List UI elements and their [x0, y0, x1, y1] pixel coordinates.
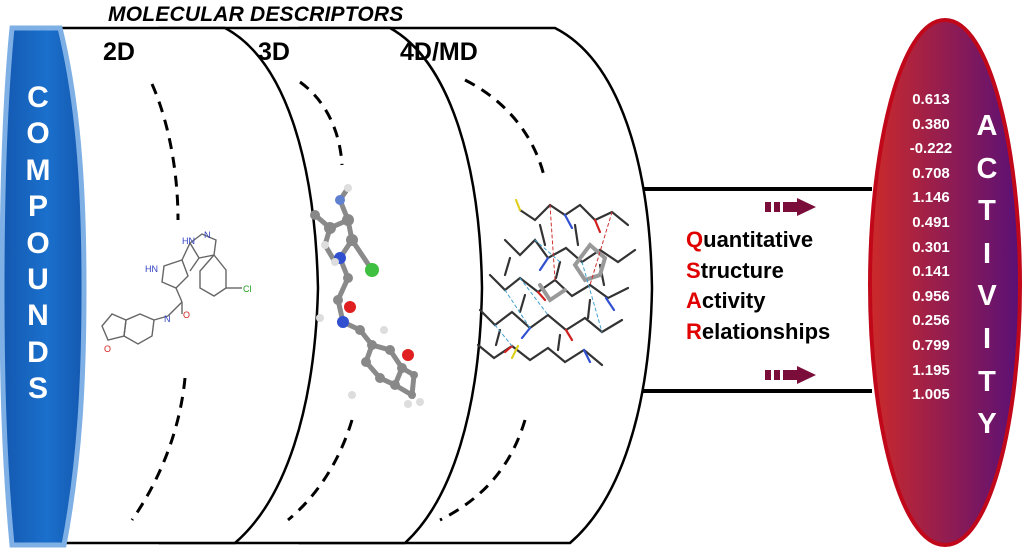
- compounds-letter: S: [27, 372, 48, 406]
- qsar-word-rest: tructure: [700, 257, 784, 283]
- compounds-label: C O M P O U N D S: [0, 80, 76, 408]
- activity-value: 0.708: [912, 164, 950, 182]
- dashed-curve-2d-bottom: [130, 377, 187, 521]
- qsar-row-structure: Structure: [686, 256, 830, 287]
- activity-value: 0.613: [912, 91, 950, 108]
- connector-pipe: [640, 187, 872, 393]
- dashed-curve-3d-bottom: [287, 419, 354, 522]
- activity-capsule: [867, 17, 1023, 548]
- activity-value: 0.956: [912, 287, 950, 305]
- qsar-word-rest: ctivity: [701, 288, 766, 314]
- qsar-word-rest: elationships: [701, 319, 831, 345]
- stage-label-3d: 3D: [258, 38, 290, 66]
- compounds-letter: O: [26, 226, 50, 260]
- compounds-letter: D: [27, 335, 49, 369]
- dashed-curve-4d-bottom: [439, 419, 527, 522]
- atom-label: HN: [182, 236, 195, 246]
- compounds-letter: C: [27, 81, 49, 114]
- activity-values: 0.613 0.380 -0.222 0.708 1.146 0.491 0.3…: [900, 88, 962, 408]
- qsar-row-relationships: Relationships: [686, 317, 830, 348]
- activity-value: -0.222: [909, 140, 953, 158]
- compounds-letter: U: [27, 263, 49, 297]
- qsar-initial: R: [686, 319, 702, 345]
- activity-letter: Y: [977, 408, 997, 441]
- qsar-initial: A: [686, 288, 702, 314]
- dashed-curve-3d-top: [299, 80, 344, 166]
- qsar-row-quantitative: Quantitative: [686, 225, 830, 256]
- molecule-2d-structure: [101, 233, 242, 345]
- activity-letter: T: [978, 365, 996, 398]
- compounds-letter: M: [25, 153, 51, 187]
- activity-value: 0.380: [912, 115, 950, 133]
- activity-value: 0.301: [912, 238, 950, 256]
- compounds-letter: O: [26, 117, 50, 151]
- activity-letter: I: [982, 237, 992, 270]
- atom-label: Cl: [243, 284, 252, 294]
- activity-label: A C T I V I T Y: [970, 105, 1004, 446]
- qsar-word-rest: uantitative: [703, 227, 814, 252]
- activity-value: 1.195: [912, 361, 950, 379]
- dashed-guides: [130, 78, 547, 522]
- atom-label: N: [204, 230, 211, 240]
- compounds-capsule: [0, 25, 87, 548]
- dashed-curve-2d-top: [150, 83, 180, 221]
- atom-label: N: [164, 314, 171, 324]
- atom-label: O: [104, 344, 111, 354]
- arrow-top: [765, 198, 816, 216]
- qsar-acronym: Quantitative Structure Activity Relation…: [686, 225, 830, 348]
- activity-letter: V: [977, 280, 997, 313]
- stage-label-2d: 2D: [103, 38, 135, 66]
- dashed-curve-4d-top: [464, 78, 547, 181]
- atom-label: O: [183, 310, 190, 320]
- compounds-letter: P: [27, 190, 48, 224]
- atom-label: HN: [145, 264, 158, 274]
- compounds-letter: N: [27, 299, 49, 333]
- activity-value: 0.799: [912, 336, 950, 354]
- arrow-bottom: [765, 366, 816, 384]
- diagram-title: MOLECULAR DESCRIPTORS: [108, 3, 404, 26]
- molecule-3d-ball-and-stick: [310, 184, 424, 408]
- qsar-row-activity: Activity: [686, 286, 830, 317]
- activity-value: 0.256: [912, 312, 950, 330]
- qsar-initial: Q: [686, 227, 704, 252]
- activity-letter: I: [982, 322, 992, 355]
- qsar-initial: S: [686, 257, 701, 283]
- stage-label-4dmd: 4D/MD: [400, 38, 478, 66]
- activity-value: 1.005: [912, 386, 950, 404]
- activity-letter: A: [976, 110, 998, 142]
- activity-value: 1.146: [912, 189, 950, 207]
- activity-value: 0.141: [912, 263, 950, 281]
- activity-letter: T: [978, 195, 996, 228]
- protein-ligand-md-complex: [476, 198, 637, 367]
- activity-value: 0.491: [912, 213, 950, 231]
- activity-letter: C: [976, 152, 998, 185]
